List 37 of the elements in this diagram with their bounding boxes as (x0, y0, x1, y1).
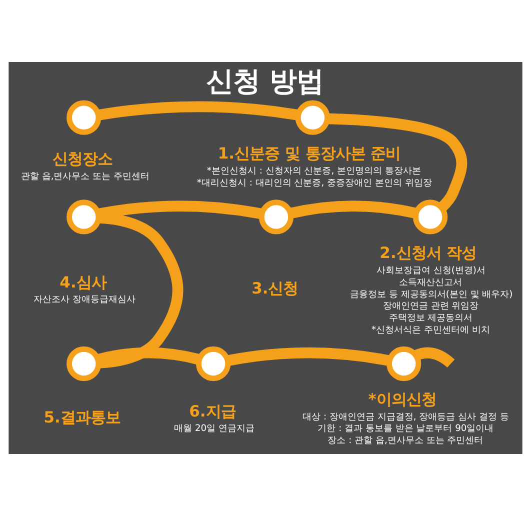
connector (289, 200, 418, 219)
node-label: 소득재산신고서 (398, 278, 462, 288)
node-circle (66, 200, 102, 234)
node-label: 주택정보 제공동의서 (388, 313, 473, 324)
node-label: 신청장소 (52, 150, 112, 168)
node-label: 기한 : 결과 통보를 받은 날로부터 90일이내 (318, 424, 494, 434)
node-label: *대리신청시 : 대리인의 신분증, 중증장애인 본인의 위임장 (196, 178, 432, 189)
connector (96, 347, 200, 365)
node-circle (258, 200, 294, 234)
node-circle (66, 346, 102, 382)
connector (98, 101, 299, 120)
node-label: 금융정보 등 제공동의서(본인 및 배우자) (350, 290, 513, 300)
node-label: 3.신청 (252, 280, 298, 298)
node-label: 5.결과통보 (44, 408, 120, 427)
node-label: 대상 : 장애인연금 지급결정, 장애등급 심사 결정 등 (302, 412, 509, 422)
node-circle (295, 100, 330, 135)
node-label: 1.신분증 및 통장사본 준비 (218, 144, 401, 163)
connector (327, 113, 468, 212)
node-label: 장소 : 관할 읍,면사무소 또는 주민센터 (328, 436, 484, 446)
node-circle (412, 200, 448, 234)
node-label: *이의신청 (368, 390, 436, 408)
node-label: 6.지급 (189, 402, 236, 420)
node-label: 장애인연금 관련 위임장 (382, 302, 479, 312)
node-label: *신청서식은 주민센터에 비치 (371, 325, 490, 336)
node-circle (196, 346, 231, 382)
connector (97, 200, 263, 220)
node-circle (66, 100, 102, 135)
diagram-title: 신청 방법 (206, 66, 324, 98)
node-label: *본인신청시 : 신청자의 신분증, 본인명의의 통장사본 (206, 166, 421, 177)
node-label: 자산조사 장애등급재심사 (34, 295, 136, 306)
node-circle (386, 346, 422, 382)
node-label: 매월 20일 연금지급 (174, 424, 254, 434)
node-label: 2.신청서 작성 (380, 244, 477, 262)
node-label: 관할 읍,면사무소 또는 주민센터 (20, 172, 150, 182)
connector (226, 347, 390, 366)
node-label: 4.심사 (60, 273, 106, 292)
node-label: 사회보장급여 신청(변경)서 (376, 266, 486, 276)
